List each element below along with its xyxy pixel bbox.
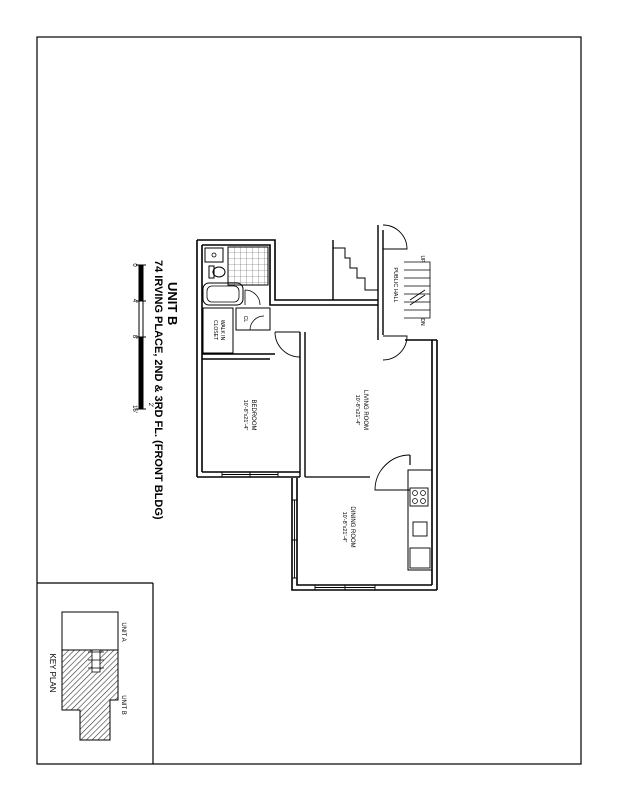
scale-bar: 0 4' 8' 16' 2': [131, 263, 153, 413]
bedroom-window: [221, 472, 279, 477]
stair-arrow: [409, 289, 426, 306]
bedroom-label: BEDROOM: [250, 399, 256, 430]
stair-up-label: UP: [419, 256, 425, 264]
kitchen-counter: [407, 469, 433, 571]
bathtub-inner: [206, 285, 240, 303]
bedroom-size: 10'-8"x21'-4": [242, 400, 248, 431]
refrigerator: [409, 547, 431, 569]
bedroom-door-swing: [274, 331, 301, 358]
toilet-tank: [208, 265, 215, 279]
exterior-wall-top: [197, 239, 378, 306]
address-title: 74 IRVING PLACE, 2ND & 3RD FL. (FRONT BL…: [152, 260, 164, 520]
living-dining-door-swing: [374, 454, 411, 491]
stair-steps-upper: [333, 247, 378, 291]
cl-label: CL: [242, 316, 248, 323]
dining-window-bottom: [314, 585, 376, 590]
key-plan-stair: [88, 649, 104, 673]
floor-plan: [196, 224, 438, 591]
burner-2: [420, 490, 426, 496]
walk-in-closet-label-1: WALK IN: [219, 320, 225, 341]
stair-run: [404, 261, 431, 319]
bathroom-tile-floor: [227, 246, 269, 286]
scale-tick-16: 16': [131, 405, 137, 413]
walk-in-closet-label-2: CLOSET: [212, 320, 218, 340]
kitchen-sink: [412, 521, 428, 537]
key-plan-unit-b-hatched: [61, 649, 119, 741]
walk-in-closet-outline: [202, 307, 234, 354]
closet-door-swing: [249, 315, 265, 331]
entry-door-swing-bottom: [382, 335, 408, 361]
exterior-wall-left: [196, 240, 203, 477]
living-room-label: LIVING ROOM: [362, 390, 368, 430]
burner-4: [420, 498, 426, 504]
public-hall-walls: [332, 225, 384, 340]
key-plan-unit-a-label: UNIT A: [120, 622, 126, 641]
exterior-wall-bottom: [291, 478, 437, 591]
scale-tick-4: 4': [131, 299, 137, 303]
sheet-border: [36, 36, 582, 765]
bedroom-bottom-wall: [197, 471, 300, 478]
living-dining-divider: [305, 455, 411, 478]
scale-tick-0: 0: [131, 263, 137, 267]
bedroom-living-partition: [299, 332, 306, 477]
burner-1: [412, 490, 418, 496]
dining-window-left: [292, 499, 297, 579]
cl-closet-outline: [235, 307, 271, 331]
key-plan-unit-b-label: UNIT B: [120, 695, 126, 715]
key-plan-unit-a-outline: [61, 611, 119, 651]
dining-room-size: 10'-8"x21'-4": [341, 512, 347, 543]
dining-room-label: DINING ROOM: [349, 506, 355, 547]
bathroom-sink: [204, 247, 224, 263]
living-room-size: 10'-8"x21'-4": [354, 395, 360, 426]
entry-door-swing-top: [382, 224, 408, 250]
bedroom-top-wall: [202, 353, 275, 360]
stair-dn-label: DN: [419, 318, 425, 326]
public-hall-label: PUBLIC HALL: [392, 267, 398, 302]
burner-3: [412, 498, 418, 504]
bathtub: [202, 282, 244, 306]
bathroom-door-swing: [244, 289, 261, 306]
key-plan-title: KEY PLAN: [48, 654, 57, 693]
scale-mid-note: 2': [147, 403, 153, 407]
unit-title: UNIT B: [165, 282, 180, 325]
scale-tick-8: 8': [131, 335, 137, 339]
sink-drain: [211, 252, 217, 258]
key-plan: KEY PLAN UNIT A UNIT B: [37, 582, 154, 764]
toilet-bowl: [212, 266, 226, 278]
kitchen-stove: [409, 487, 429, 507]
